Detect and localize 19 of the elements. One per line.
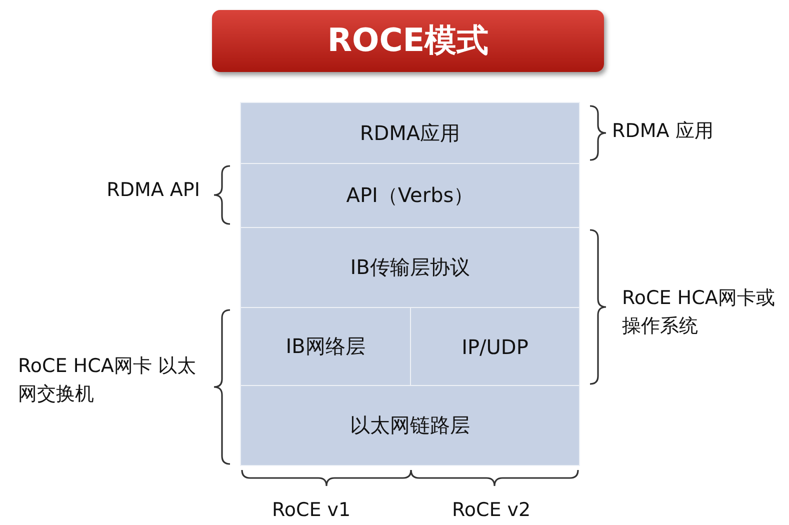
layer-box (410, 307, 580, 386)
layer-box (240, 102, 580, 164)
bracket-label: RDMA 应用 (612, 119, 714, 144)
layer-label: API（Verbs） (346, 182, 474, 209)
layer-box (240, 227, 580, 308)
layer-label: 以太网链路层 (350, 412, 470, 439)
bracket-label: RoCE v2 (452, 498, 532, 523)
bracket-label: RoCE v1 (272, 498, 352, 523)
bracket-label: RoCE HCA网卡或操作系统 (622, 286, 776, 339)
layer-box (240, 385, 580, 466)
title-banner: ROCE模式 (212, 10, 604, 72)
layer-label: IB传输层协议 (350, 254, 470, 281)
layer-box (240, 163, 580, 228)
layer-box (240, 307, 411, 386)
bracket-label: RDMA API (106, 178, 200, 203)
layer-label: IP/UDP (462, 334, 528, 358)
layer-label: IB网络层 (286, 333, 366, 360)
layer-label: RDMA应用 (360, 120, 460, 146)
bracket-label: RoCE HCA网卡 以太网交换机 (18, 354, 197, 407)
